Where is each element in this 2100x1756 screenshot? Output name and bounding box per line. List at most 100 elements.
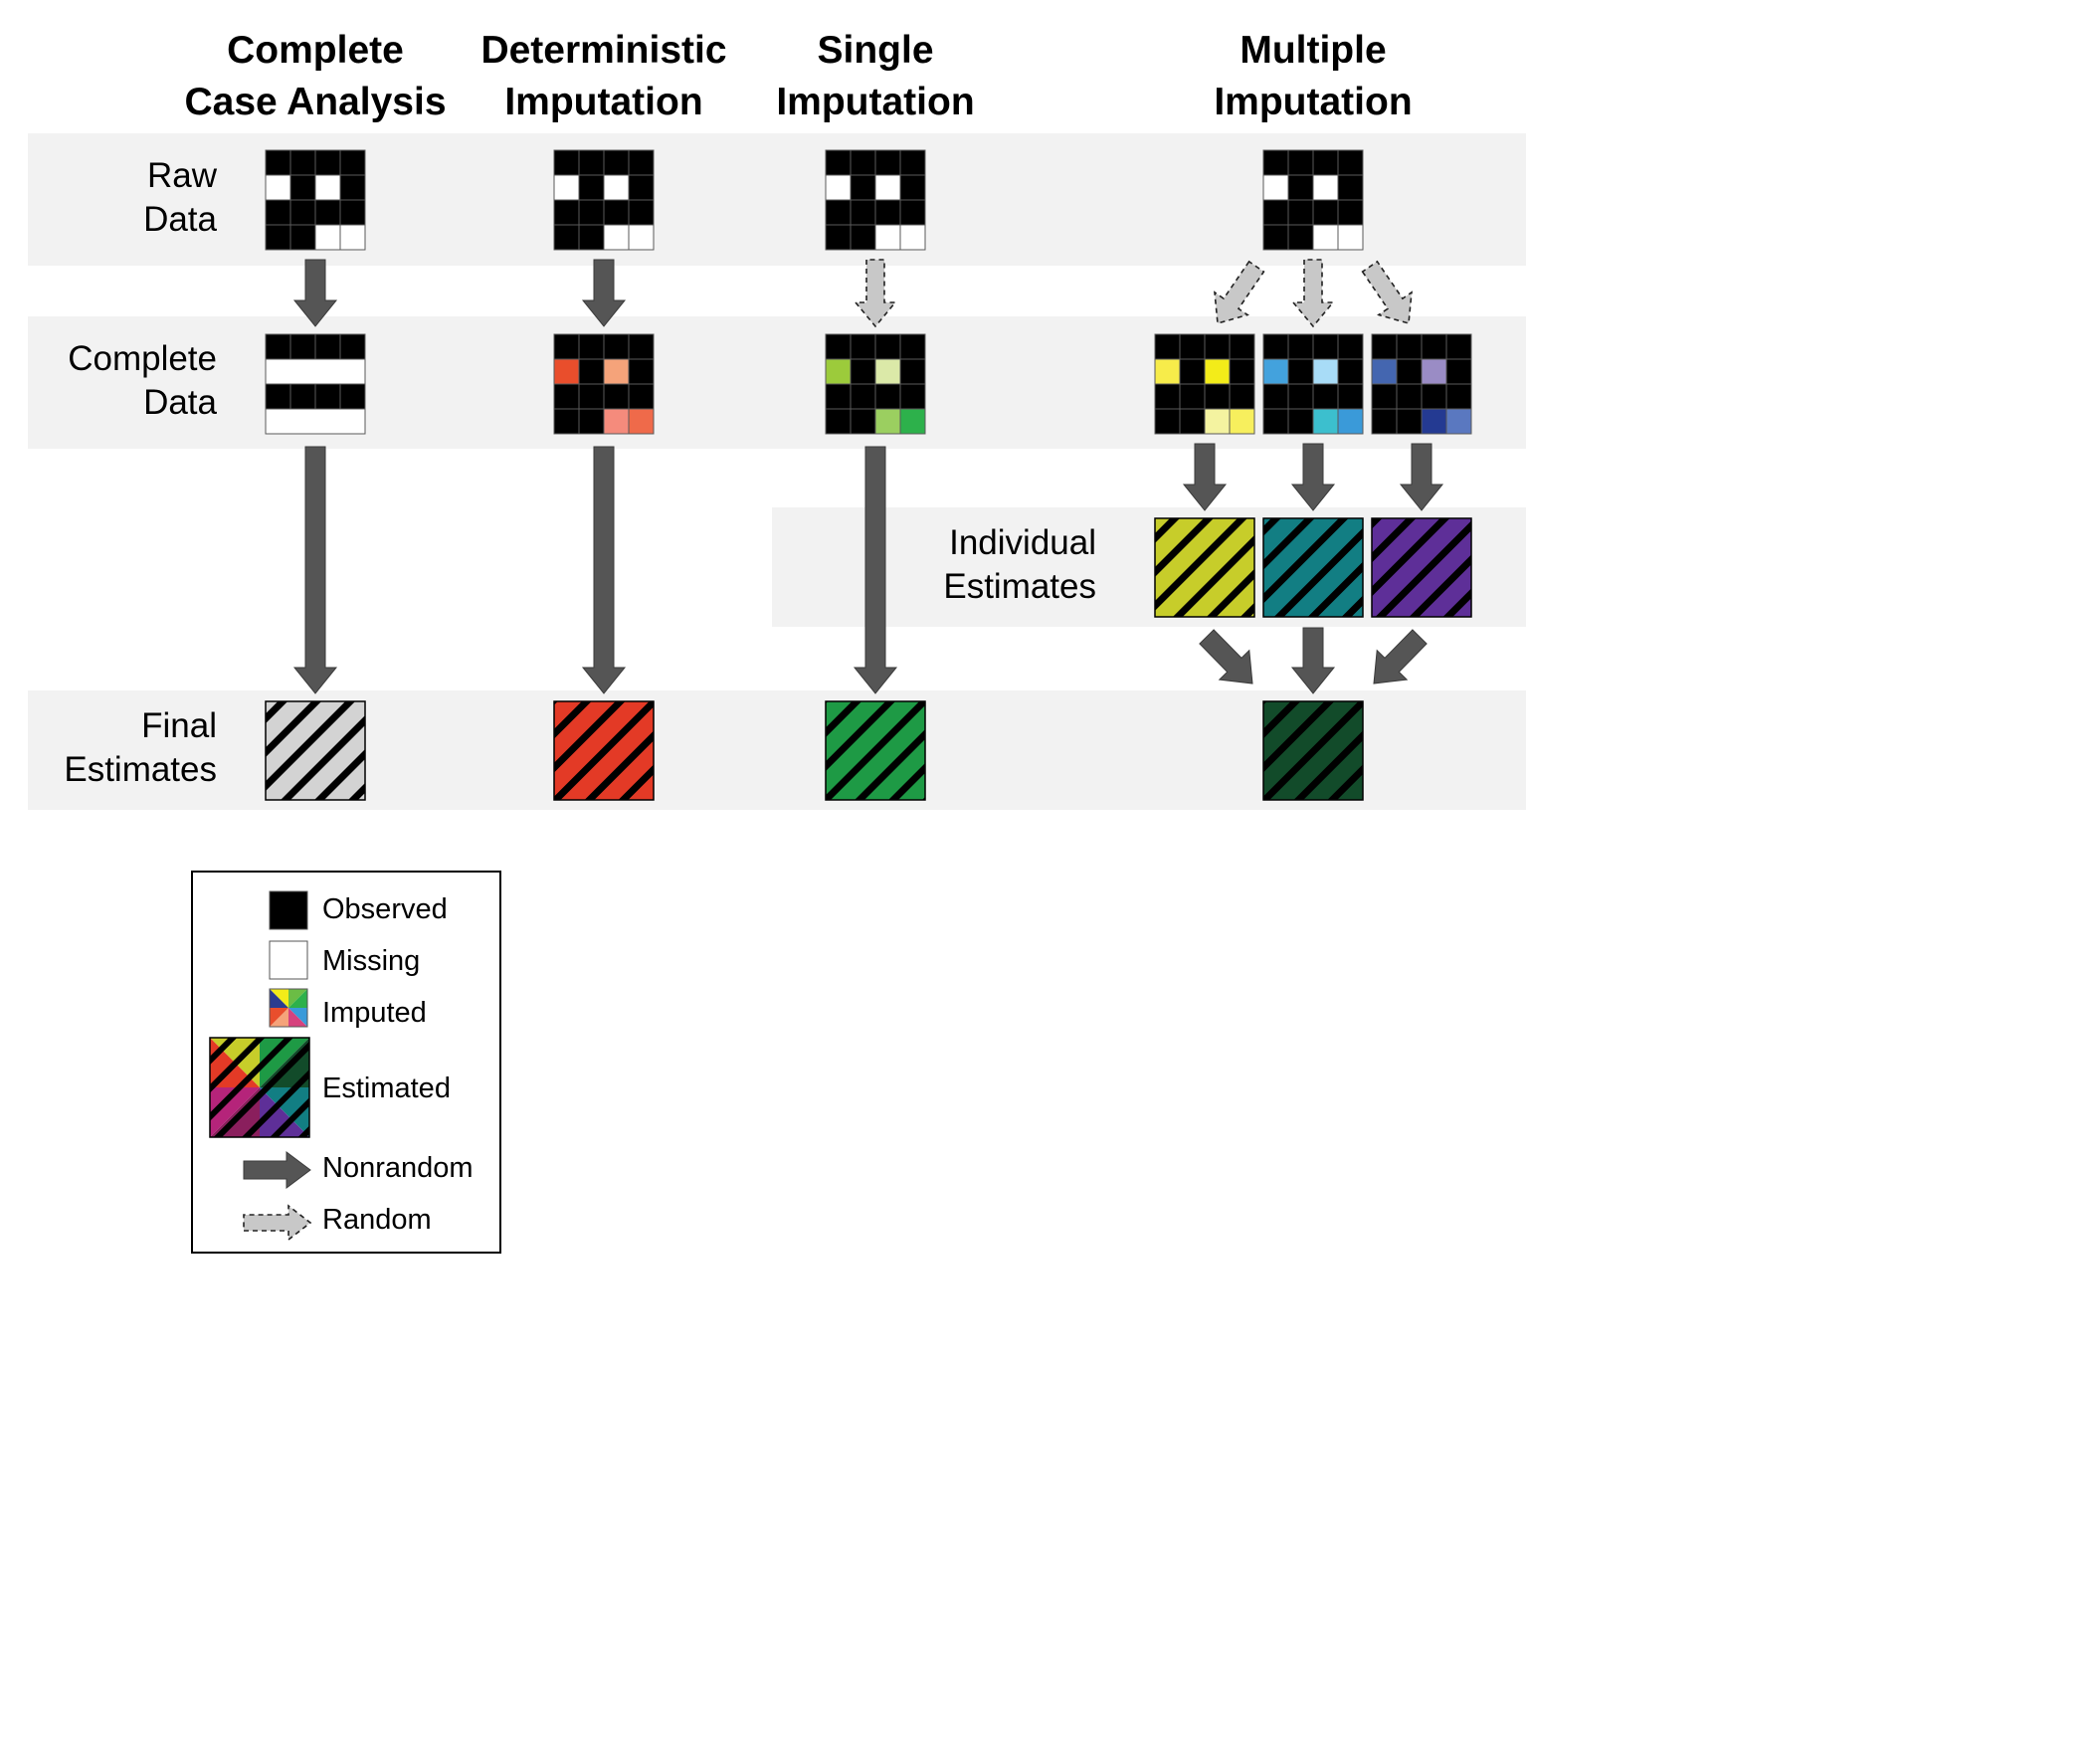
grid-cell-observed <box>289 149 316 176</box>
grid-cell-observed <box>1312 149 1339 176</box>
individual-estimate-3 <box>1371 517 1472 618</box>
grid-cell-observed <box>825 149 852 176</box>
grid-cell-imputed-or-missing <box>603 408 630 435</box>
grid-cell-observed <box>339 149 366 176</box>
complete-data-grid-multiple-3 <box>1371 333 1472 435</box>
legend-missing-label: Missing <box>322 945 420 977</box>
estimate-boxes <box>265 517 1472 801</box>
grid-cell-observed <box>899 383 926 410</box>
grid-cell-imputed-or-missing <box>1312 224 1339 251</box>
grid-cell-observed <box>1179 408 1206 435</box>
grid-cell-imputed-or-missing <box>825 358 852 385</box>
grid-cell-observed <box>314 333 341 360</box>
grid-cell-observed <box>578 174 605 201</box>
grid-cell-observed <box>1287 174 1314 201</box>
grid-cell-observed <box>578 383 605 410</box>
grid-cell-observed <box>825 333 852 360</box>
dropped-row-outline <box>265 408 366 435</box>
grid-cell-imputed-or-missing <box>1312 408 1339 435</box>
grid-cell-observed <box>874 383 901 410</box>
grid-cell-observed <box>1337 149 1364 176</box>
row-label-complete-line2: Data <box>143 383 217 422</box>
header-complete-case-line1: Complete <box>227 29 404 72</box>
grid-cell-observed <box>578 224 605 251</box>
grid-cell-observed <box>1337 333 1364 360</box>
grid-cell-imputed-or-missing <box>628 224 655 251</box>
raw-data-grid-4 <box>1262 149 1364 251</box>
grid-cell-observed <box>553 199 580 226</box>
random-arrow-multi-3 <box>1361 260 1413 325</box>
grid-cell-observed <box>1262 383 1289 410</box>
grid-cell-observed <box>628 333 655 360</box>
grid-cell-observed <box>1262 149 1289 176</box>
grid-cell-observed <box>874 149 901 176</box>
random-arrow-single-raw <box>854 259 897 328</box>
legend-estimated-swatch <box>209 1037 310 1138</box>
grid-cell-imputed-or-missing <box>603 224 630 251</box>
raw-data-grid-1 <box>265 149 366 251</box>
grid-cell-observed <box>603 383 630 410</box>
estimated-swatch-stripes <box>209 1037 310 1138</box>
grid-cell-observed <box>314 383 341 410</box>
legend-observed-swatch <box>269 890 308 930</box>
grid-cell-observed <box>628 383 655 410</box>
row-label-individual-line1: Individual <box>949 523 1096 562</box>
grid-cell-observed <box>578 199 605 226</box>
grid-cell-observed <box>1312 199 1339 226</box>
grid-cell-observed <box>1179 383 1206 410</box>
grid-cell-observed <box>628 199 655 226</box>
grid-cell-observed <box>1179 333 1206 360</box>
grid-cell-observed <box>874 199 901 226</box>
grid-cell-observed <box>850 408 876 435</box>
grid-cell-observed <box>825 199 852 226</box>
imputed-swatch-border <box>269 988 308 1028</box>
grid-cell-observed <box>1421 333 1447 360</box>
legend-nonrandom-label: Nonrandom <box>322 1152 474 1184</box>
grid-cell-observed <box>1312 383 1339 410</box>
imputed-swatch-wedge <box>270 989 288 1008</box>
nonrandom-arrow-pool-2 <box>1290 627 1336 694</box>
missing-data-imputation-diagram: Complete Case Analysis Deterministic Imp… <box>28 29 1526 1254</box>
grid-cell-observed <box>1262 199 1289 226</box>
imputed-swatch-wedge <box>270 1008 288 1027</box>
grid-cell-imputed-or-missing <box>1337 408 1364 435</box>
grid-cell-observed <box>1287 224 1314 251</box>
imputed-swatch-wedge <box>288 1008 307 1027</box>
grid-cell-observed <box>1371 333 1398 360</box>
grid-cell-observed <box>553 224 580 251</box>
nonrandom-arrow-pool-3 <box>1373 629 1428 684</box>
grid-cell-observed <box>1229 358 1255 385</box>
grid-cell-imputed-or-missing <box>339 224 366 251</box>
grid-cell-observed <box>1179 358 1206 385</box>
grid-cell-observed <box>1287 199 1314 226</box>
grid-cell-observed <box>289 408 316 435</box>
grid-cell-observed <box>265 149 291 176</box>
nonrandom-arrow-cca-raw <box>292 259 338 327</box>
grid-cell-observed <box>1337 199 1364 226</box>
nonrandom-arrow-det-raw <box>581 259 627 327</box>
random-arrow-multi-2 <box>1291 259 1335 328</box>
grid-cell-observed <box>1287 358 1314 385</box>
header-multiple-line1: Multiple <box>1240 29 1386 72</box>
grid-cell-observed <box>553 383 580 410</box>
grid-cell-imputed-or-missing <box>314 174 341 201</box>
grid-cell-observed <box>850 199 876 226</box>
grid-cell-observed <box>1445 383 1472 410</box>
grid-cell-observed <box>899 174 926 201</box>
grid-cell-observed <box>850 333 876 360</box>
grid-cell-observed <box>1262 408 1289 435</box>
grid-cell-observed <box>1396 383 1423 410</box>
legend-arrows <box>243 1151 312 1242</box>
grid-cell-imputed-or-missing <box>1312 174 1339 201</box>
grid-cell-observed <box>1287 408 1314 435</box>
grid-cell-observed <box>1287 333 1314 360</box>
legend-random-arrow <box>243 1204 312 1242</box>
grid-cell-observed <box>1262 224 1289 251</box>
legend-observed-label: Observed <box>322 893 448 925</box>
grid-cell-observed <box>603 149 630 176</box>
final-estimate-deterministic <box>553 700 655 801</box>
grid-cell-imputed-or-missing <box>1371 358 1398 385</box>
grid-cell-observed <box>1445 333 1472 360</box>
grid-cell-observed <box>850 383 876 410</box>
grid-cell-observed <box>339 174 366 201</box>
